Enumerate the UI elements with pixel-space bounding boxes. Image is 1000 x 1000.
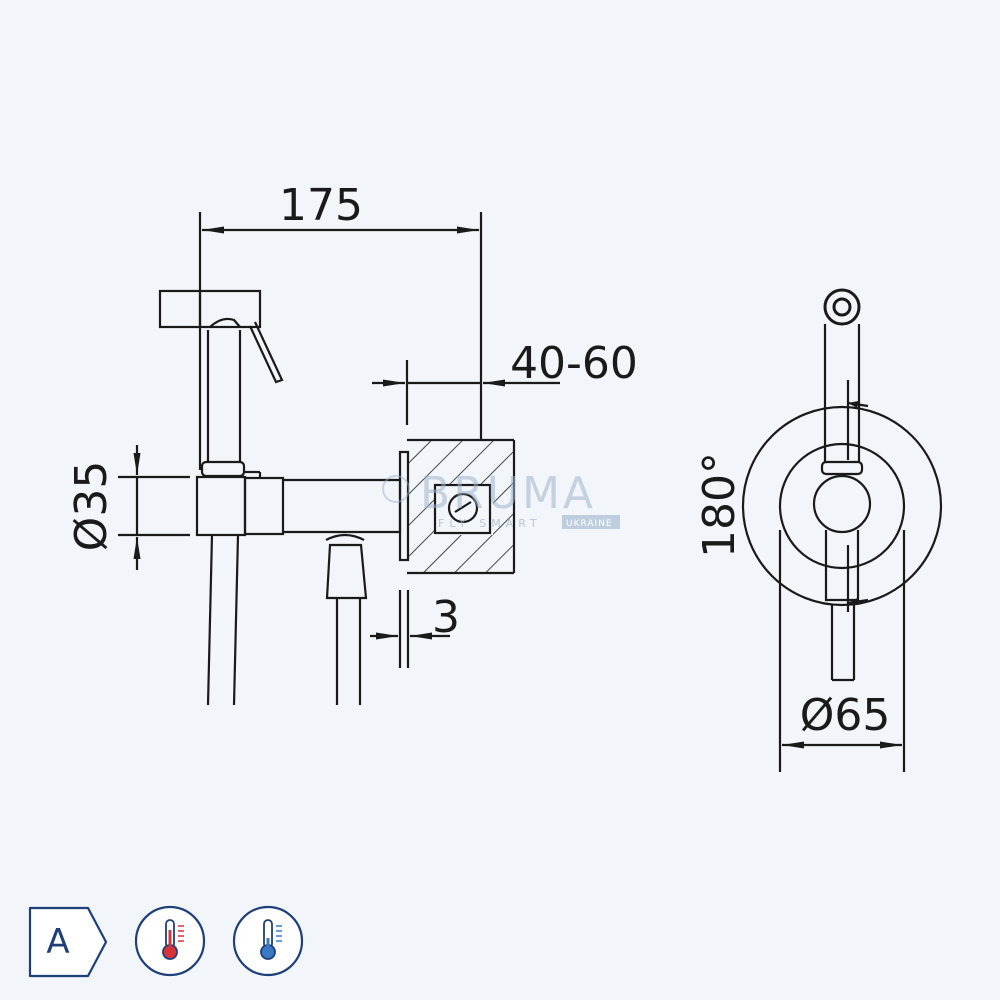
dim-3 xyxy=(370,590,450,668)
dim-d65-label: Ø65 xyxy=(800,690,891,741)
wall-plate xyxy=(398,450,410,562)
flange-outer xyxy=(741,405,943,607)
side-view xyxy=(118,212,560,706)
dim-d35-label: Ø35 xyxy=(66,461,117,552)
dim-40-60-label: 40-60 xyxy=(510,338,638,389)
flange-inner xyxy=(778,442,906,570)
dim-175-label: 175 xyxy=(279,180,363,231)
sprayer-nozzle-top xyxy=(823,288,861,326)
dim-3-label: 3 xyxy=(432,592,460,643)
dim-d35 xyxy=(118,445,190,570)
svg-text:A: A xyxy=(46,922,69,962)
handle-knob xyxy=(812,474,872,534)
dim-175 xyxy=(198,212,483,470)
valve-body xyxy=(195,470,402,537)
valve-box xyxy=(433,483,492,535)
hose-left xyxy=(206,534,240,706)
svg-text:FLY SMART: FLY SMART xyxy=(438,517,542,530)
front-view xyxy=(741,288,943,772)
watermark: BRUMA FLY SMART UKRAINE xyxy=(382,468,620,530)
thermometer-hot-icon xyxy=(134,905,206,977)
class-badge: A xyxy=(28,906,108,978)
svg-text:BRUMA: BRUMA xyxy=(420,468,596,519)
dim-40-60 xyxy=(372,360,560,425)
sprayer-head xyxy=(158,289,284,478)
svg-text:UKRAINE: UKRAINE xyxy=(566,519,613,529)
thermometer-cold-icon xyxy=(232,905,304,977)
wall-section xyxy=(407,438,516,575)
hose-connector xyxy=(325,533,368,705)
dim-180-label: 180° xyxy=(694,452,745,558)
